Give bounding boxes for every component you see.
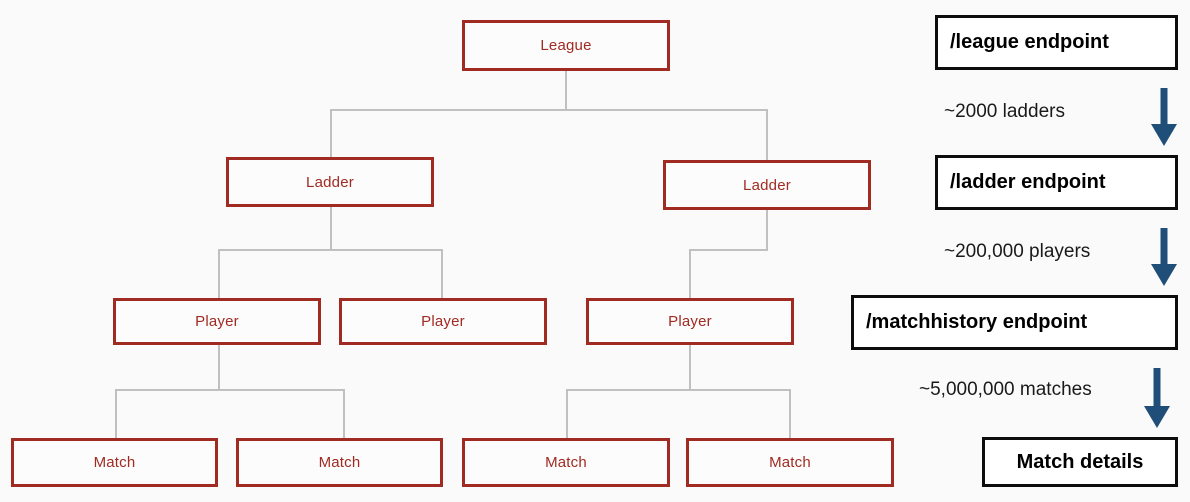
tree-node-label: Ladder [306, 173, 354, 191]
flow-box-label: Match details [1016, 450, 1144, 473]
arrow-down-icon [1151, 88, 1177, 146]
tree-node-match-4[interactable]: Match [686, 438, 894, 487]
tree-node-label: Player [668, 313, 712, 330]
tree-node-label: Ladder [743, 176, 791, 194]
connector-ladder2-down [766, 210, 768, 250]
connector-to-match-4 [789, 389, 791, 438]
connector-player3-down [689, 345, 691, 390]
flow-edge-label-ladders: ~2000 ladders [944, 101, 1065, 122]
tree-node-player-1[interactable]: Player [113, 298, 321, 345]
tree-node-label: Player [195, 313, 239, 330]
tree-node-match-1[interactable]: Match [11, 438, 218, 487]
flow-box-label: /league endpoint [950, 31, 1109, 53]
tree-node-ladder-2[interactable]: Ladder [663, 160, 871, 210]
connector-to-player-3 [689, 249, 691, 298]
tree-node-league[interactable]: League [462, 20, 670, 71]
flow-edge-label-players: ~200,000 players [944, 241, 1091, 262]
flow-box-match-details[interactable]: Match details [982, 437, 1178, 487]
tree-node-label: Match [318, 454, 361, 471]
arrow-down-icon [1144, 368, 1170, 428]
tree-node-label: Match [769, 454, 811, 471]
tree-node-label: League [540, 37, 592, 54]
flow-box-league-endpoint[interactable]: /league endpoint [935, 15, 1178, 70]
tree-node-player-3[interactable]: Player [586, 298, 794, 345]
connector-to-match-3 [566, 389, 568, 438]
flow-edge-label-matches: ~5,000,000 matches [919, 379, 1092, 400]
connector-player-bus-right [689, 249, 768, 251]
tree-node-label: Match [93, 454, 136, 471]
tree-node-label: Player [421, 313, 465, 330]
tree-node-match-3[interactable]: Match [462, 438, 670, 487]
connector-ladder-bus [330, 109, 767, 111]
arrow-down-icon [1151, 228, 1177, 286]
tree-node-player-2[interactable]: Player [339, 298, 547, 345]
connector-to-ladder-2 [766, 109, 768, 160]
flow-box-matchhistory-endpoint[interactable]: /matchhistory endpoint [851, 295, 1178, 350]
tree-node-label: Match [545, 454, 587, 471]
connector-to-ladder-1 [330, 109, 332, 157]
connector-match-bus-right [566, 389, 791, 391]
tree-node-match-2[interactable]: Match [236, 438, 443, 487]
connector-league-down [565, 71, 567, 110]
connector-ladder1-down [330, 207, 332, 250]
tree-node-ladder-1[interactable]: Ladder [226, 157, 434, 207]
connector-to-match-2 [343, 389, 345, 438]
connector-player1-down [218, 345, 220, 390]
flow-box-label: /matchhistory endpoint [866, 311, 1088, 333]
flow-box-label: /ladder endpoint [950, 171, 1106, 193]
flow-box-ladder-endpoint[interactable]: /ladder endpoint [935, 155, 1178, 210]
connector-to-player-1 [218, 249, 220, 298]
connector-player-bus-left [218, 249, 443, 251]
connector-to-match-1 [115, 389, 117, 438]
connector-to-player-2 [441, 249, 443, 298]
connector-match-bus-left [115, 389, 345, 391]
